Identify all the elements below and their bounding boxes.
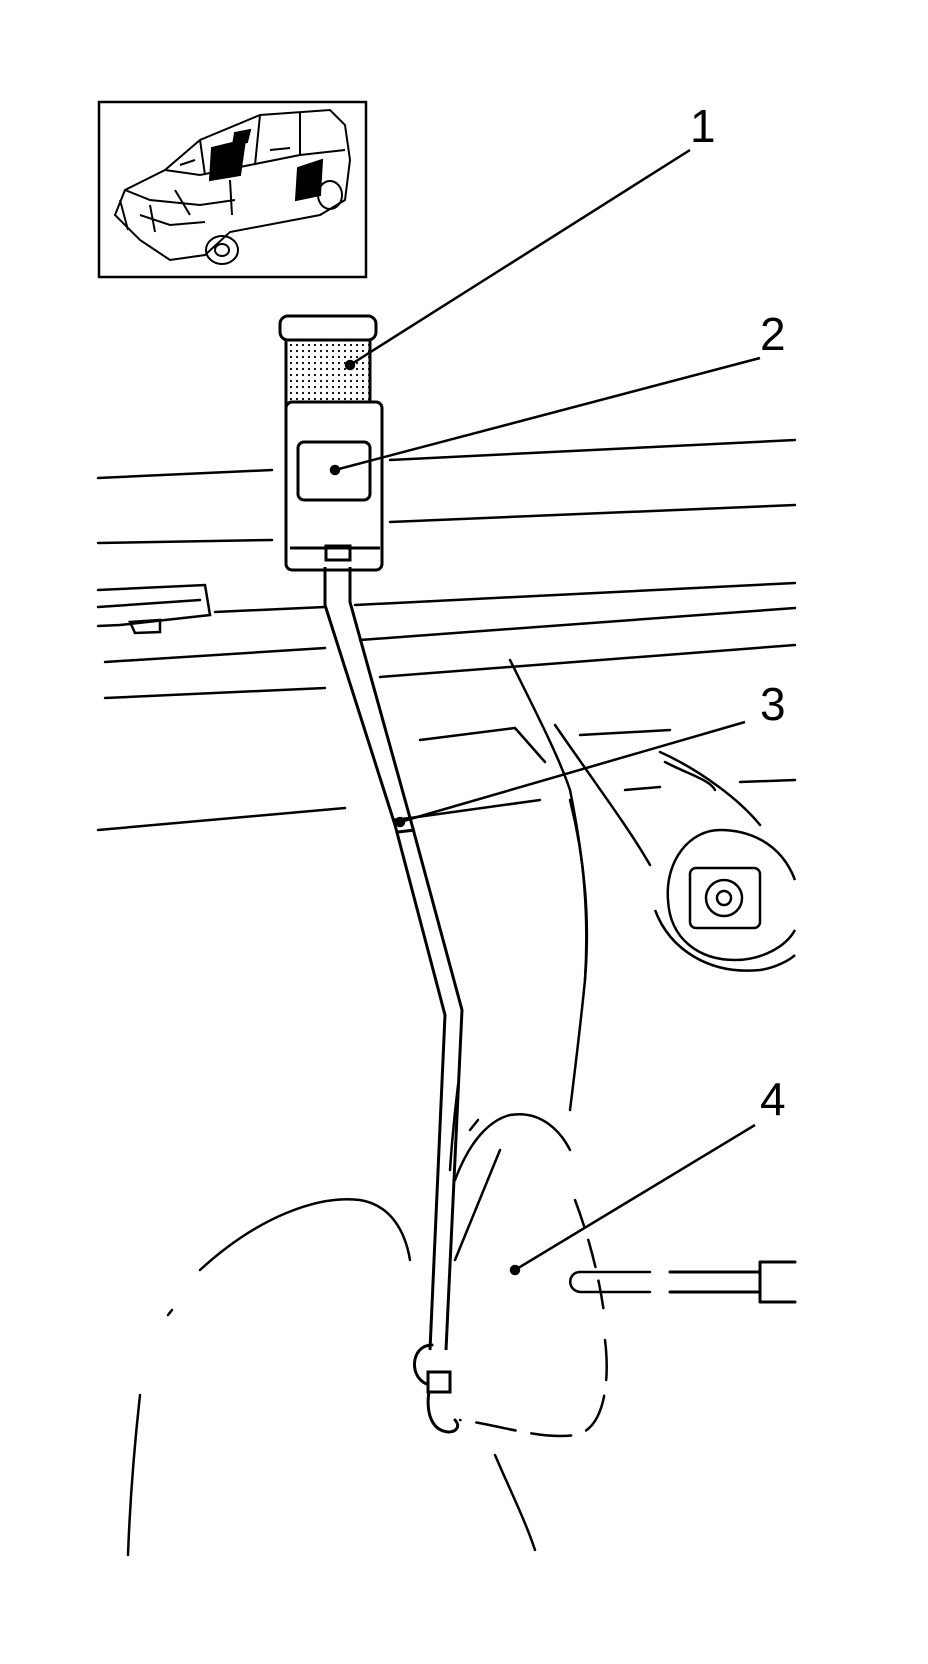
leader-dot-3 <box>394 816 406 828</box>
body-panel-lines <box>96 438 797 1112</box>
belt-height-adjuster <box>278 314 378 414</box>
callout-labels: 1 2 3 4 <box>690 100 786 1125</box>
belt-guide-housing <box>284 400 384 572</box>
leader-dot-1 <box>344 359 356 371</box>
callout-2: 2 <box>760 308 786 360</box>
vehicle-location-thumbnail <box>97 100 368 279</box>
callout-1: 1 <box>690 100 716 152</box>
leader-lines <box>329 148 761 1276</box>
anchor-fitting <box>653 828 797 972</box>
seat-belt-webbing <box>323 567 464 1351</box>
leader-dot-4 <box>509 1264 521 1276</box>
callout-3: 3 <box>760 678 786 730</box>
callout-4: 4 <box>760 1073 786 1125</box>
lower-anchor-area <box>126 1083 797 1557</box>
leader-dot-2 <box>329 464 341 476</box>
